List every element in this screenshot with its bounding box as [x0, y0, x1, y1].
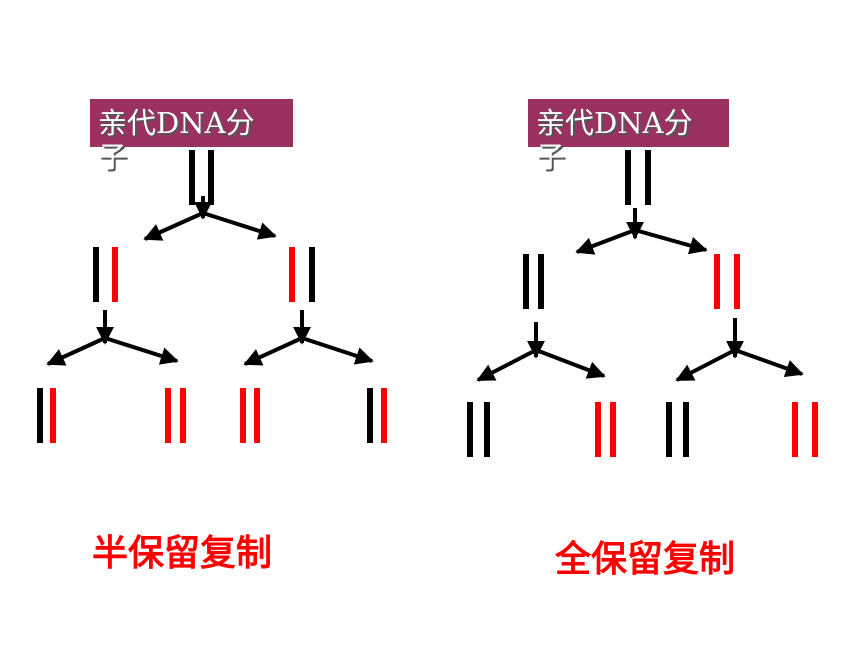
- parent-dna-label-wrap-left: 子: [98, 140, 128, 174]
- parent-dna-label-box-left: [90, 99, 293, 147]
- caption-semi-conservative: 半保留复制: [92, 533, 273, 574]
- branch-arrows-l1-right: [575, 208, 708, 255]
- parent-dna-label-left: 亲代DNA分: [98, 106, 255, 140]
- branch-arrows-l1-left: [143, 196, 277, 241]
- branch-arrows-l2-right: [476, 318, 804, 382]
- parent-dna-label-wrap-right: 子: [536, 140, 566, 174]
- parent-dna-label-box-right: [528, 99, 729, 147]
- parent-dna-label-right: 亲代DNA分: [536, 106, 693, 140]
- branch-arrows-l2-left: [46, 310, 374, 366]
- right-tree: [467, 150, 818, 457]
- caption-conservative: 全保留复制: [555, 539, 736, 580]
- left-tree: [37, 150, 387, 443]
